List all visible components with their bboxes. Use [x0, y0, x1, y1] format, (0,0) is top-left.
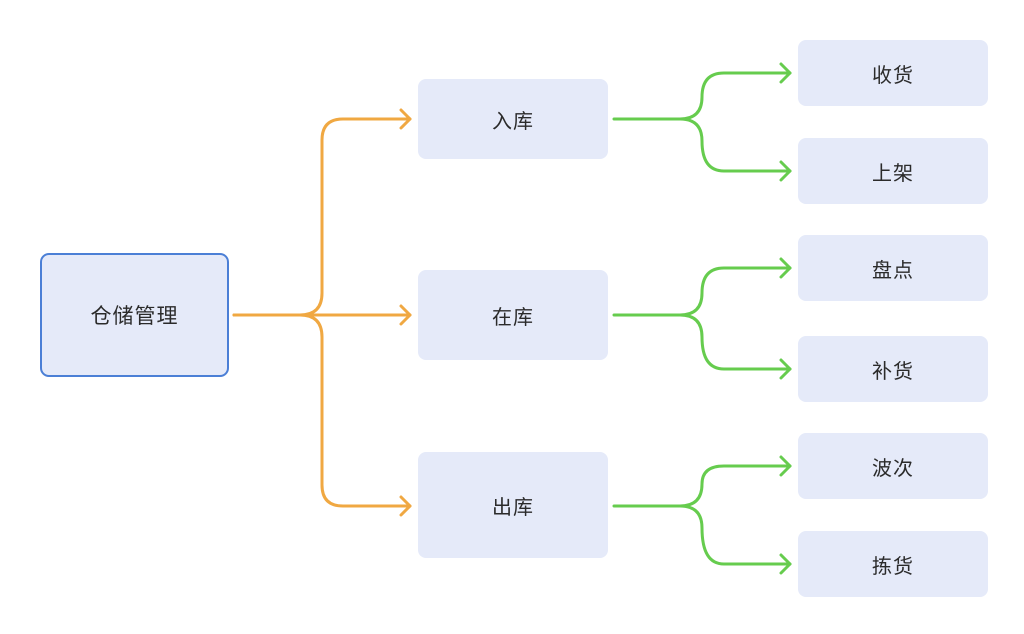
leaf-node-stocktake[interactable]: 盘点: [798, 235, 988, 301]
leaf-node-label: 拣货: [872, 553, 914, 578]
connector-inbound-to-shelve: [678, 117, 792, 173]
connector-inbound-to-receive: [612, 71, 792, 121]
branch-node-inbound[interactable]: 入库: [418, 79, 608, 159]
connector-outbound-to-wave: [612, 464, 792, 508]
leaf-node-replenishment[interactable]: 补货: [798, 336, 988, 402]
connector-stock-to-replen: [678, 313, 792, 371]
leaf-node-label: 上架: [872, 160, 914, 185]
branch-node-label: 入库: [492, 108, 534, 133]
arrowhead-shelve: [779, 160, 792, 182]
arrowhead-count: [779, 257, 792, 279]
leaf-node-receiving[interactable]: 收货: [798, 40, 988, 106]
leaf-node-label: 盘点: [872, 257, 914, 282]
connector-root-to-inbound: [232, 117, 412, 317]
arrowhead-replen: [779, 358, 792, 380]
root-node-label: 仓储管理: [90, 304, 179, 328]
branch-node-in-stock[interactable]: 在库: [418, 270, 608, 360]
leaf-node-label: 收货: [872, 62, 914, 87]
leaf-node-wave[interactable]: 波次: [798, 433, 988, 499]
leaf-node-label: 波次: [872, 455, 914, 480]
root-node-warehouse-management[interactable]: 仓储管理: [40, 253, 229, 377]
arrowhead-outbound: [399, 495, 412, 517]
leaf-node-picking[interactable]: 拣货: [798, 531, 988, 597]
arrowhead-wave: [779, 455, 792, 477]
branch-node-label: 出库: [492, 494, 534, 519]
arrowhead-stock: [399, 304, 412, 326]
connector-root-to-outbound: [232, 313, 412, 508]
leaf-node-label: 补货: [872, 358, 914, 383]
arrowhead-pick: [779, 553, 792, 575]
leaf-node-putaway[interactable]: 上架: [798, 138, 988, 204]
arrowhead-receive: [779, 62, 792, 84]
branch-node-outbound[interactable]: 出库: [418, 452, 608, 558]
branch-node-label: 在库: [492, 304, 534, 329]
connector-outbound-to-pick: [678, 504, 792, 566]
arrowhead-inbound: [399, 108, 412, 130]
connector-stock-to-count: [612, 266, 792, 317]
